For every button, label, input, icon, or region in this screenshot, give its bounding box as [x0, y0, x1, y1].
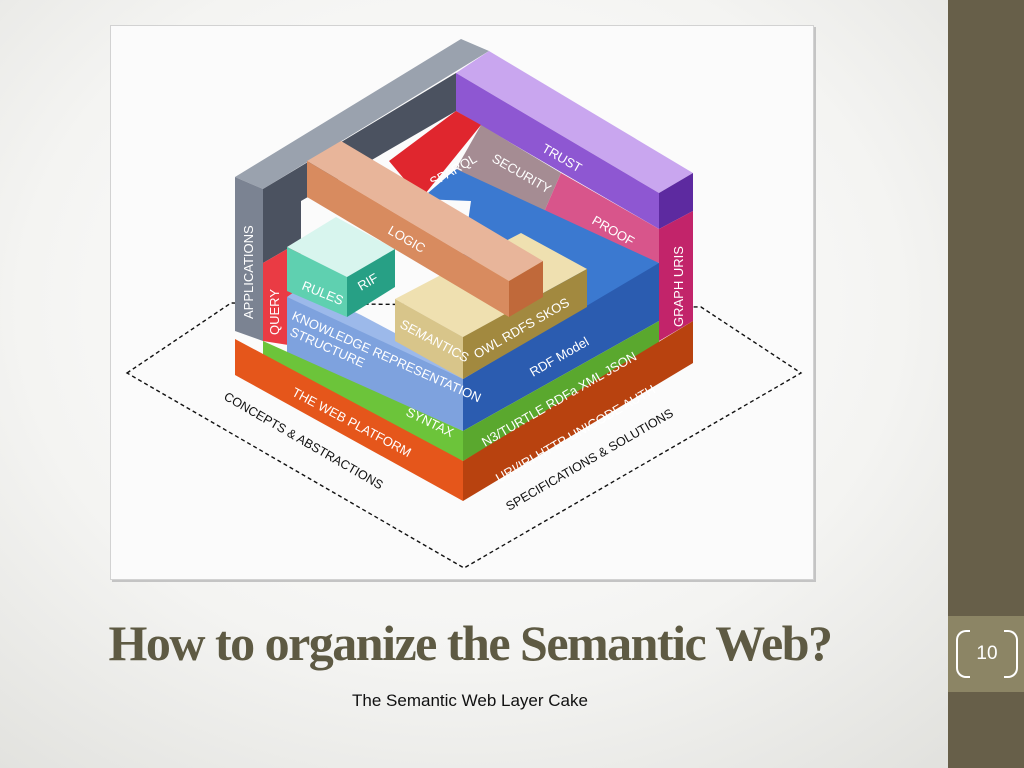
rules-front	[287, 247, 347, 317]
label-graph-uris: GRAPH URIS	[671, 246, 686, 327]
page-bracket-right	[1004, 630, 1018, 678]
web-platform-front-left	[235, 339, 463, 501]
graph-uris-front	[659, 211, 693, 341]
knowledge-representation-front	[287, 297, 463, 431]
applications-side	[235, 177, 263, 341]
syntax-front-right	[463, 321, 659, 461]
slide-title: How to organize the Semantic Web?	[108, 615, 833, 671]
label-query: QUERY	[267, 289, 282, 335]
rules-top	[287, 217, 395, 277]
logic-end	[509, 261, 543, 317]
security-block	[456, 125, 561, 219]
label-applications: APPLICATIONS	[241, 225, 256, 319]
base-dashed-outline	[125, 302, 803, 569]
applications-back-top	[263, 73, 456, 263]
owl-front	[463, 269, 587, 379]
web-platform-front-right	[463, 321, 693, 501]
rdf-model-front	[463, 263, 659, 431]
logic-front	[307, 161, 509, 317]
sparql-block	[389, 111, 481, 199]
layer-cake-diagram: APPLICATIONS QUERY SPARQL SECURITY TRUST…	[110, 25, 814, 580]
page-number: 10	[976, 643, 998, 664]
layer-cake-svg: APPLICATIONS QUERY SPARQL SECURITY TRUST…	[125, 39, 803, 569]
logic-top	[307, 141, 543, 281]
proof-block	[541, 173, 659, 263]
graph-uris-top	[659, 173, 693, 229]
syntax-front-left	[263, 341, 463, 461]
trust-front	[456, 73, 659, 229]
slide-caption: The Semantic Web Layer Cake	[352, 691, 588, 710]
trust-top	[456, 51, 693, 193]
applications-back-wall	[235, 39, 489, 189]
page-bracket-left	[956, 630, 970, 678]
page-number-box	[948, 616, 1024, 692]
semantics-front	[395, 299, 463, 379]
rif-front	[347, 249, 395, 317]
